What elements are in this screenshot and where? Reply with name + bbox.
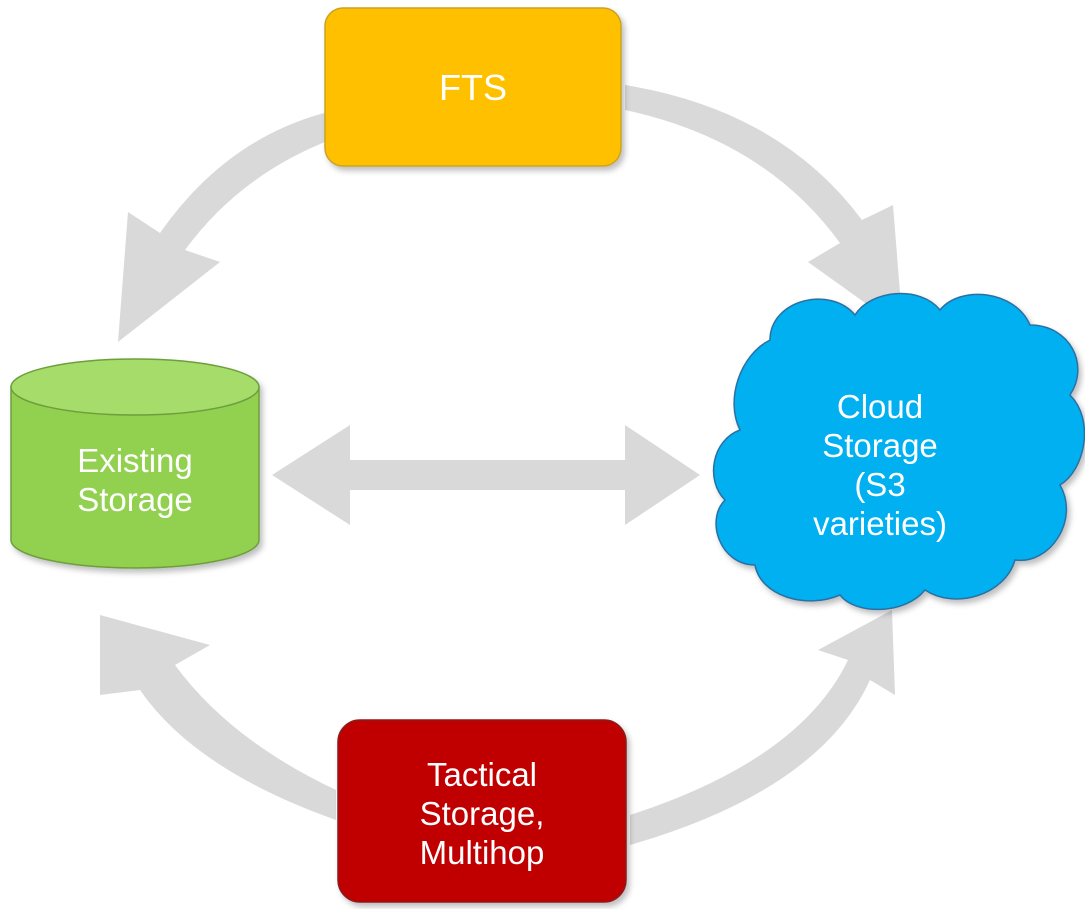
cloud-storage-shape: [712, 292, 1085, 611]
existing-storage-node: [10, 358, 260, 569]
tactical-storage-label: Tactical Storage, Multihop: [419, 755, 545, 871]
arrow-fts-to-cloud-storage: [625, 85, 903, 330]
tactical-storage-node: [337, 719, 627, 903]
arrows: [100, 85, 903, 845]
arrow-fts-to-existing-storage: [118, 113, 330, 342]
arrow-tactical-to-existing-storage: [100, 615, 336, 820]
fts-node: [324, 7, 622, 167]
cloud-storage-node: [712, 292, 1085, 611]
existing-storage-label: Existing Storage: [77, 442, 193, 518]
arrow-existing-cloud-bidirectional: [272, 425, 700, 525]
cloud-storage-label: Cloud Storage (S3 varieties): [813, 388, 947, 542]
fts-label: FTS: [439, 66, 507, 108]
existing-storage-cylinder-top: [10, 358, 260, 416]
arrow-tactical-to-cloud-storage: [630, 610, 895, 845]
existing-storage-cylinder-body: [10, 386, 260, 569]
